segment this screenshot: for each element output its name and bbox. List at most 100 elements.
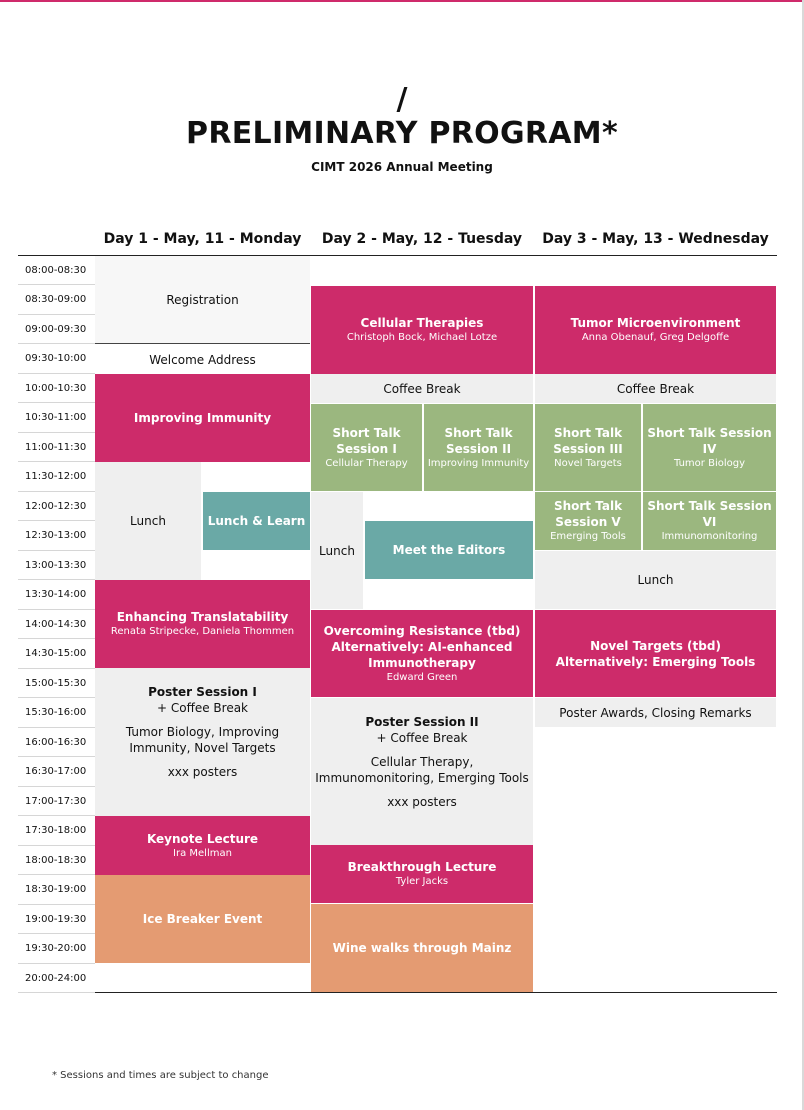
poster2-count: xxx posters [387, 795, 457, 809]
st2-title: Short Talk Session II [444, 425, 513, 456]
day-header-1: Day 1 - May, 11 - Monday [103, 231, 302, 247]
meet-editors-block: Meet the Editors [365, 521, 533, 579]
time-slot: 17:00-17:30 [18, 787, 95, 816]
icebreaker-title: Ice Breaker Event [142, 912, 263, 926]
time-slot: 08:30-09:00 [18, 286, 95, 315]
st5-topic: Emerging Tools [550, 531, 626, 542]
st3-title: Short Talk Session III [553, 425, 623, 456]
time-slot: 13:00-13:30 [18, 551, 95, 580]
poster2-topics: Cellular Therapy, Immunomonitoring, Emer… [315, 755, 529, 785]
novel-targets-block: Novel Targets (tbd) Alternatively: Emerg… [535, 610, 776, 697]
day3-lunch-block: Lunch [535, 551, 776, 609]
time-slot: 16:30-17:00 [18, 758, 95, 787]
cellular-therapies-block: Cellular Therapies Christoph Bock, Micha… [311, 286, 533, 374]
wine-walk-block: Wine walks through Mainz [311, 904, 533, 992]
tme-speakers: Anna Obenauf, Greg Delgoffe [581, 332, 730, 343]
time-slot: 08:00-08:30 [18, 256, 95, 285]
welcome-block: Welcome Address [95, 345, 310, 374]
novel-line1: Novel Targets (tbd) [590, 638, 721, 653]
time-slot: 13:30-14:00 [18, 581, 95, 610]
time-slot: 10:00-10:30 [18, 374, 95, 403]
short-talk-4-block: Short Talk Session IV Tumor Biology [643, 404, 776, 491]
resistance-line2: Alternatively: AI-enhanced Immunotherapy [331, 639, 513, 670]
time-slot: 18:00-18:30 [18, 846, 95, 875]
day3-lunch-label: Lunch [637, 573, 674, 587]
time-slot: 11:30-12:00 [18, 463, 95, 492]
st3-topic: Novel Targets [554, 457, 622, 469]
translatability-title: Enhancing Translatability [116, 610, 289, 624]
tumor-microenvironment-block: Tumor Microenvironment Anna Obenauf, Gre… [535, 286, 776, 374]
welcome-label: Welcome Address [149, 352, 256, 367]
day2-coffee-block: Coffee Break [311, 374, 533, 403]
st4-topic: Tumor Biology [674, 457, 745, 469]
poster1-sub: + Coffee Break [156, 701, 249, 715]
poster2-sub: + Coffee Break [376, 731, 468, 745]
time-slot: 09:00-09:30 [18, 315, 95, 344]
day1-lunch-label: Lunch [130, 514, 166, 528]
resistance-block: Overcoming Resistance (tbd) Alternativel… [311, 610, 533, 697]
time-slot: 11:00-11:30 [18, 433, 95, 462]
short-talk-6-block: Short Talk Session VI Immunomonitoring [643, 492, 776, 550]
time-slot: 19:00-19:30 [18, 905, 95, 934]
st1-topic: Cellular Therapy [325, 457, 408, 469]
table-top-rule [18, 255, 777, 256]
poster2-title: Poster Session II [365, 715, 479, 729]
breakthrough-block: Breakthrough Lecture Tyler Jacks [311, 845, 533, 903]
right-edge-line [802, 0, 804, 1110]
breakthrough-title: Breakthrough Lecture [347, 860, 497, 874]
short-talk-2-block: Short Talk Session II Improving Immunity [424, 404, 533, 491]
keynote-title: Keynote Lecture [146, 831, 259, 846]
time-slot: 19:30-20:00 [18, 935, 95, 964]
st2-topic: Improving Immunity [427, 457, 530, 469]
meet-editors-title: Meet the Editors [392, 543, 506, 557]
resistance-line1: Overcoming Resistance (tbd) [323, 623, 521, 638]
keynote-speaker: Ira Mellman [173, 847, 232, 859]
page-title: PRELIMINARY PROGRAM* [186, 116, 618, 151]
improving-immunity-block: Improving Immunity [95, 374, 310, 462]
day-header-3: Day 3 - May, 13 - Wednesday [542, 231, 769, 247]
time-slot: 17:30-18:00 [18, 817, 95, 846]
day2-lunch-block: Lunch [311, 492, 363, 609]
translatability-speakers: Renata Stripecke, Daniela Thommen [110, 626, 295, 637]
closing-label: Poster Awards, Closing Remarks [559, 705, 752, 720]
day-header-2: Day 2 - May, 12 - Tuesday [321, 231, 523, 247]
st5-title: Short Talk Session V [553, 499, 623, 529]
improving-immunity-title: Improving Immunity [133, 411, 272, 425]
day3-coffee-block: Coffee Break [535, 374, 776, 403]
registration-label: Registration [166, 292, 239, 307]
st4-title: Short Talk Session IV [647, 425, 772, 456]
header-slash: / [396, 82, 408, 117]
time-slot: 09:30-10:00 [18, 345, 95, 374]
poster1-topics: Tumor Biology, Improving Immunity, Novel… [125, 725, 280, 755]
st1-title: Short Talk Session I [332, 425, 401, 456]
resistance-speaker: Edward Green [386, 671, 458, 683]
day2-lunch-label: Lunch [319, 543, 355, 558]
closing-block: Poster Awards, Closing Remarks [535, 698, 776, 727]
lunch-learn-block: Lunch & Learn [203, 492, 310, 550]
icebreaker-block: Ice Breaker Event [95, 875, 310, 963]
breakthrough-speaker: Tyler Jacks [395, 876, 449, 887]
cellular-speakers: Christoph Bock, Michael Lotze [346, 332, 498, 343]
poster-session-2-block: Poster Session II + Coffee Break Cellula… [311, 698, 533, 845]
st6-topic: Immunomonitoring [661, 531, 758, 542]
registration-block: Registration [95, 256, 310, 344]
lunch-learn-title: Lunch & Learn [207, 514, 306, 528]
time-slot: 14:30-15:00 [18, 640, 95, 669]
time-slot: 12:00-12:30 [18, 492, 95, 521]
time-slot: 14:00-14:30 [18, 610, 95, 639]
st6-title: Short Talk Session VI [647, 499, 772, 529]
cellular-title: Cellular Therapies [360, 316, 484, 330]
day1-lunch-block: Lunch [95, 462, 201, 580]
short-talk-1-block: Short Talk Session I Cellular Therapy [311, 404, 422, 491]
short-talk-3-block: Short Talk Session III Novel Targets [535, 404, 641, 491]
translatability-block: Enhancing Translatability Renata Stripec… [95, 580, 310, 668]
poster1-title: Poster Session I [148, 685, 257, 699]
time-slot: 12:30-13:00 [18, 522, 95, 551]
time-slot: 18:30-19:00 [18, 876, 95, 905]
day2-coffee-label: Coffee Break [383, 381, 461, 396]
tme-title: Tumor Microenvironment [570, 316, 741, 330]
page-subtitle: CIMT 2026 Annual Meeting [311, 160, 493, 174]
time-slot: 10:30-11:00 [18, 404, 95, 433]
table-bottom-rule [18, 992, 777, 993]
time-slot: 15:00-15:30 [18, 669, 95, 698]
